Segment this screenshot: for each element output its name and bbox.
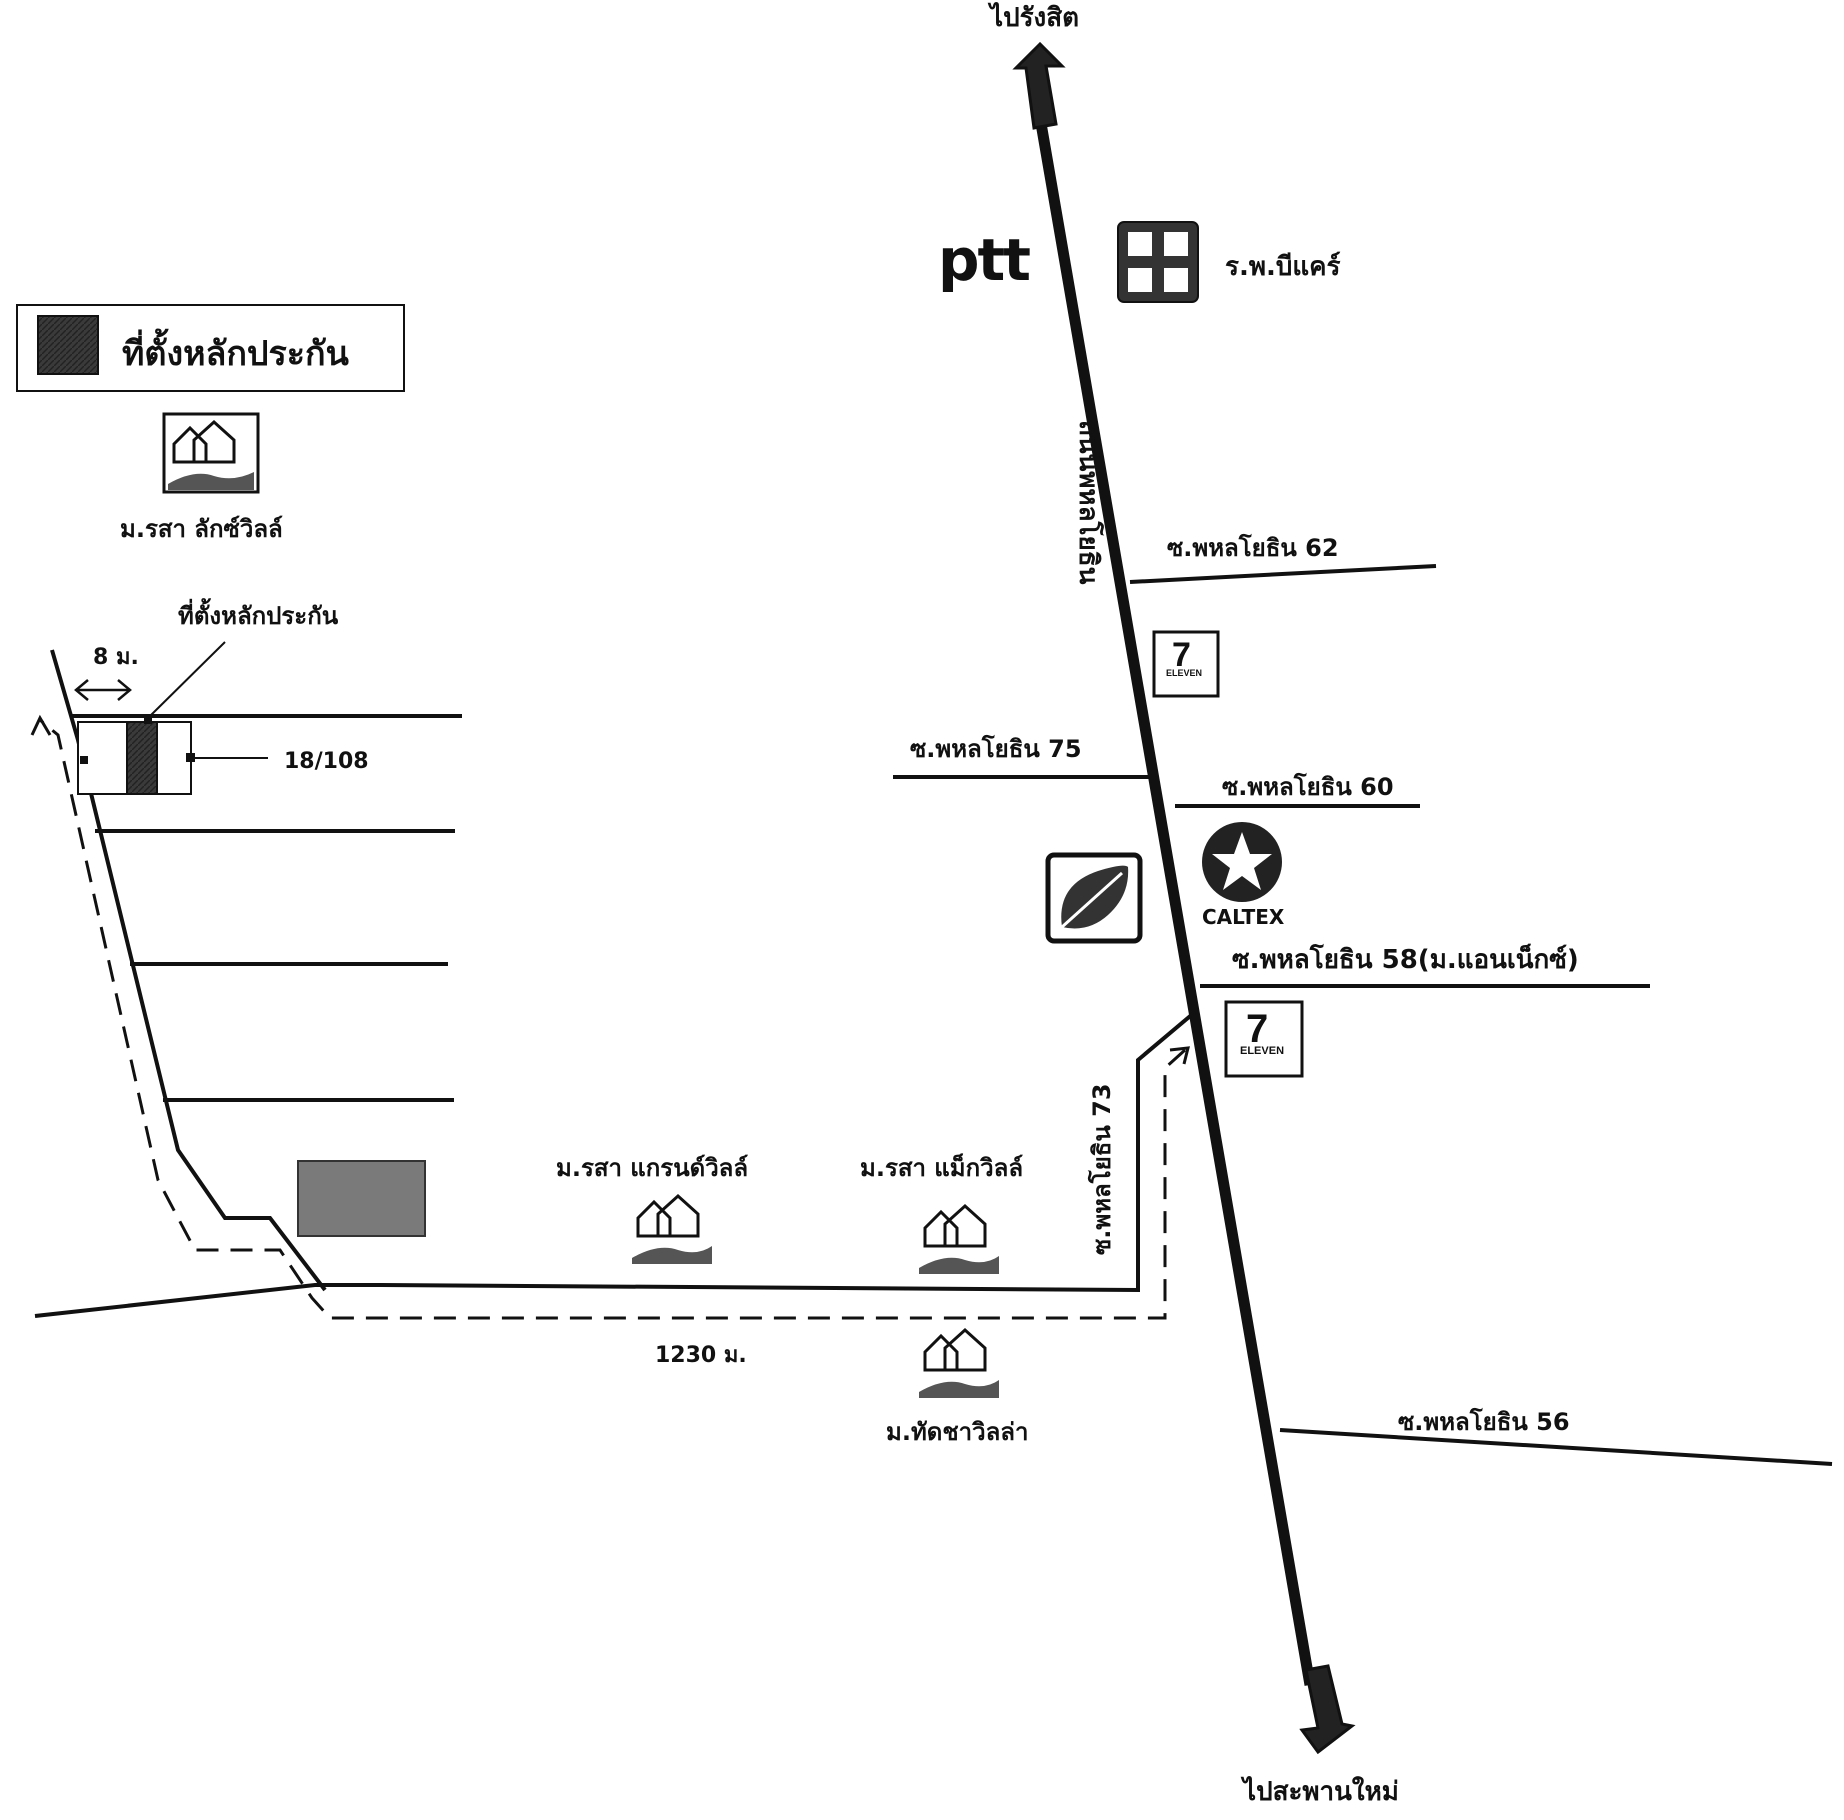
soi-56-road <box>1279 1428 1833 1466</box>
grey-block <box>297 1160 426 1237</box>
site-plot <box>74 641 268 795</box>
hospital-icon <box>1117 221 1199 303</box>
soi-75-label: ซ.พหลโยธิน 75 <box>910 734 1082 763</box>
soi-56-label: ซ.พหลโยธิน 56 <box>1398 1407 1570 1436</box>
legend-swatch <box>37 315 99 375</box>
distance-label: 1230 ม. <box>655 1343 747 1368</box>
route-path <box>30 714 1190 1320</box>
rasa-maxville-label: ม.รสา แม็กวิลล์ <box>860 1153 1023 1182</box>
legend-label: ที่ตั้งหลักประกัน <box>122 328 349 374</box>
site-pointer-label: ที่ตั้งหลักประกัน <box>178 597 339 630</box>
site-pointer-line <box>147 641 226 719</box>
hospital-label: ร.พ.บีแคร์ <box>1225 251 1341 282</box>
seven-eleven-icon: 7 ELEVEN <box>1152 630 1220 698</box>
svg-text:7: 7 <box>1172 636 1191 674</box>
svg-text:7: 7 <box>1246 1007 1268 1051</box>
village-icon <box>632 1193 712 1264</box>
soi-62-label: ซ.พหลโยธิน 62 <box>1167 533 1339 562</box>
north-arrow-icon <box>1012 41 1066 130</box>
south-arrow-icon <box>1299 1664 1356 1755</box>
main-road <box>1012 41 1356 1755</box>
caltex-logo-icon: CALTEX <box>1202 822 1285 929</box>
route-arrow-right-icon <box>1169 1046 1190 1065</box>
village-icon <box>919 1203 999 1274</box>
direction-south-label: ไปสะพานใหม่ <box>1240 1775 1399 1807</box>
side-roads <box>34 564 1833 1466</box>
soi-73-road <box>34 1010 1197 1318</box>
svg-text:CALTEX: CALTEX <box>1202 905 1285 929</box>
rasa-grandville-label: ม.รสา แกรนด์วิลล์ <box>556 1154 748 1182</box>
svg-text:ELEVEN: ELEVEN <box>1240 1045 1284 1057</box>
village-icon <box>162 412 260 494</box>
rasa-luxville-label: ม.รสา ลักซ์วิลล์ <box>120 515 283 543</box>
tatcha-villa-label: ม.ทัดชาวิลล่า <box>886 1418 1028 1446</box>
seven-eleven-icon: 7 ELEVEN <box>1224 1000 1304 1078</box>
site-width-label: 8 ม. <box>93 645 139 670</box>
lane-left <box>50 649 327 1292</box>
village-icon <box>919 1327 999 1398</box>
soi-58-label: ซ.พหลโยธิน 58(ม.แอนเน็กซ์) <box>1232 943 1579 975</box>
soi-73-label: ซ.พหลโยธิน 73 <box>1087 1083 1116 1255</box>
route-arrow-top-icon <box>30 714 52 736</box>
svg-text:ptt: ptt <box>938 226 1030 294</box>
soi-60-label: ซ.พหลโยธิน 60 <box>1222 772 1394 801</box>
direction-north-label: ไปรังสิต <box>987 1 1079 33</box>
ptt-logo-icon: ptt <box>938 226 1032 294</box>
soi-62-road <box>1129 564 1437 584</box>
width-arrow-icon <box>74 679 132 701</box>
main-road-label: ถนนพหลโยธิน <box>1073 420 1105 585</box>
house-number-label: 18/108 <box>284 749 369 774</box>
legend: ที่ตั้งหลักประกัน <box>16 304 405 392</box>
bangchak-logo-icon <box>1045 852 1143 944</box>
svg-text:ELEVEN: ELEVEN <box>1166 668 1202 678</box>
